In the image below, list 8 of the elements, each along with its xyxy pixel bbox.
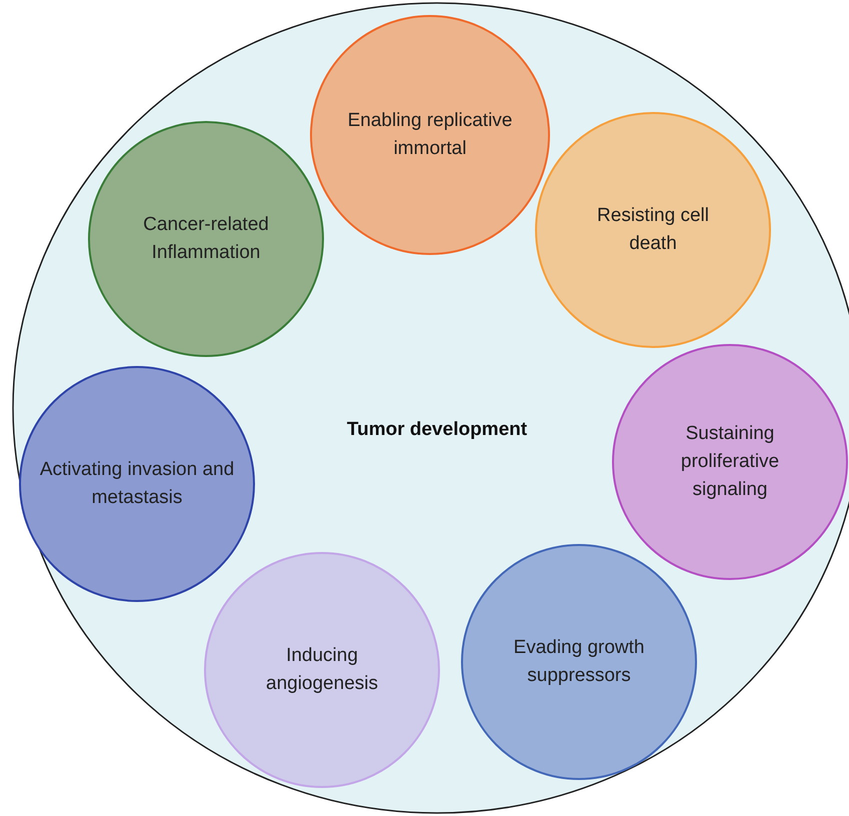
circle-label: Activating invasion and metastasis — [38, 458, 236, 510]
circle-label: Sustaining proliferative signaling — [680, 422, 780, 502]
circle-label: Resisting cell death — [596, 204, 710, 256]
circle-label: Inducing angiogenesis — [265, 644, 379, 696]
center-title: Tumor development — [346, 419, 528, 441]
circle-label: Evading growth suppressors — [512, 636, 646, 688]
circle-label: Cancer-related Inflammation — [142, 213, 270, 265]
circle-label: Enabling replicative immortal — [346, 109, 514, 161]
